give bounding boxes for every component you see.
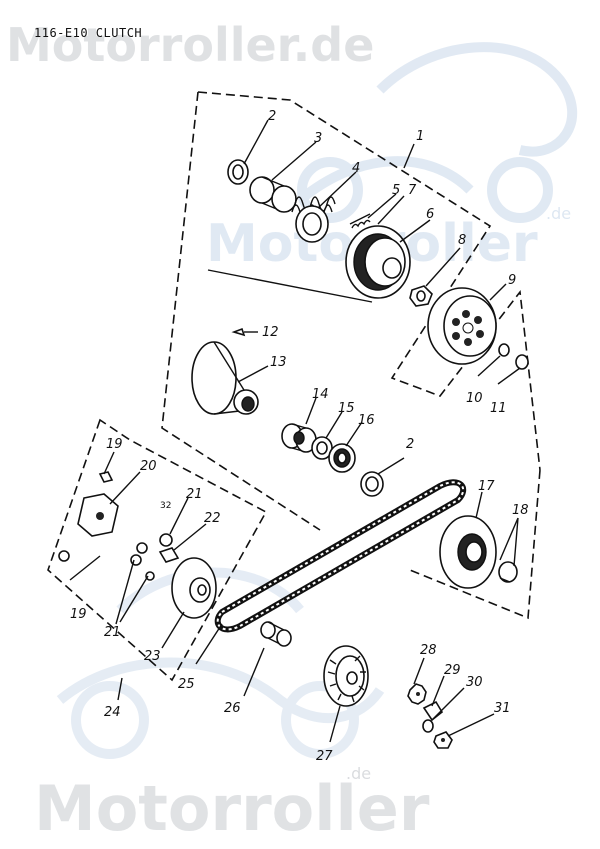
part-15-circlip xyxy=(311,436,333,460)
label-29: 29 xyxy=(444,663,461,678)
label-10: 10 xyxy=(466,391,483,406)
label-2-upper: 2 xyxy=(268,109,276,124)
label-1: 1 xyxy=(416,129,424,144)
part-20-ramp-plate xyxy=(77,493,119,537)
label-21-lower: 21 xyxy=(104,625,121,640)
part-21-roller-weights xyxy=(130,533,173,581)
label-32: 32 xyxy=(160,501,171,511)
outline-clutch-left xyxy=(161,91,321,531)
part-10-washer xyxy=(498,343,510,357)
watermark-top: Motorroller.de xyxy=(6,18,375,72)
part-5-pin xyxy=(349,213,371,229)
label-9: 9 xyxy=(508,273,516,288)
part-16-ball-bearing xyxy=(328,443,356,473)
part-19-slider-upper xyxy=(98,471,114,483)
outline-drive-pulley xyxy=(47,418,268,682)
part-25-v-belt xyxy=(214,479,467,633)
outline-driven-pulley xyxy=(409,469,541,620)
part-19-slider-lower xyxy=(58,550,70,562)
label-7: 7 xyxy=(408,183,417,198)
label-19-upper: 19 xyxy=(106,437,123,452)
outline-clutch-base xyxy=(207,269,373,303)
part-2-oil-seal-lower xyxy=(360,471,384,497)
part-31-nut xyxy=(433,731,453,749)
watermark-bottom-suffix: .de xyxy=(346,764,372,783)
part-number-labels: 1 2 3 4 5 7 6 8 9 10 11 12 13 14 15 16 2… xyxy=(70,109,529,764)
part-9-clutch-bell xyxy=(427,287,497,365)
part-26-bushing xyxy=(260,621,292,647)
label-19-lower: 19 xyxy=(70,607,87,622)
part-2-oil-seal xyxy=(227,159,249,185)
part-17-driven-pulley xyxy=(439,515,497,589)
label-4: 4 xyxy=(352,161,360,176)
label-26: 26 xyxy=(224,701,241,716)
watermark-middle-suffix: .de xyxy=(546,204,572,223)
label-12: 12 xyxy=(262,325,279,340)
label-27: 27 xyxy=(316,749,333,764)
label-17: 17 xyxy=(478,479,495,494)
label-2-lower: 2 xyxy=(406,437,414,452)
label-18: 18 xyxy=(512,503,529,518)
label-15: 15 xyxy=(338,401,355,416)
part-23-movable-drive-face xyxy=(171,557,217,619)
part-12-key xyxy=(231,327,246,337)
label-13: 13 xyxy=(270,355,287,370)
label-20: 20 xyxy=(140,459,157,474)
part-28-ratchet xyxy=(407,683,427,705)
part-6-clutch-carrier xyxy=(345,225,411,299)
label-28: 28 xyxy=(420,643,437,658)
part-27-fixed-drive-face xyxy=(323,645,369,707)
part-22-collar xyxy=(158,547,180,563)
outline-clutch-assembly xyxy=(197,91,541,471)
part-13-sliding-sheave xyxy=(191,341,259,415)
label-24: 24 xyxy=(104,705,121,720)
part-18-spacer xyxy=(498,561,518,583)
label-22: 22 xyxy=(204,511,221,526)
label-11: 11 xyxy=(490,401,507,416)
label-6: 6 xyxy=(426,207,434,222)
part-4-spring xyxy=(291,196,336,243)
part-3-sleeve xyxy=(249,176,297,213)
scooter-watermark-top xyxy=(296,42,578,223)
label-8: 8 xyxy=(458,233,466,248)
part-29-washer-plate xyxy=(422,700,444,722)
part-14-needle-bearing xyxy=(281,423,317,453)
label-5: 5 xyxy=(392,183,400,198)
label-30: 30 xyxy=(466,675,483,690)
label-16: 16 xyxy=(358,413,375,428)
part-8-nut xyxy=(409,285,433,307)
label-25: 25 xyxy=(178,677,195,692)
label-21-upper: 21 xyxy=(186,487,203,502)
watermark-bottom: Motorroller xyxy=(34,772,430,845)
diagram-title: 116-E10 CLUTCH xyxy=(34,26,143,40)
label-31: 31 xyxy=(494,701,511,716)
part-11-ring xyxy=(515,354,529,370)
label-3: 3 xyxy=(314,131,322,146)
leader-lines xyxy=(69,119,521,743)
part-30-washer xyxy=(422,719,434,733)
label-23: 23 xyxy=(144,649,161,664)
label-14: 14 xyxy=(312,387,329,402)
